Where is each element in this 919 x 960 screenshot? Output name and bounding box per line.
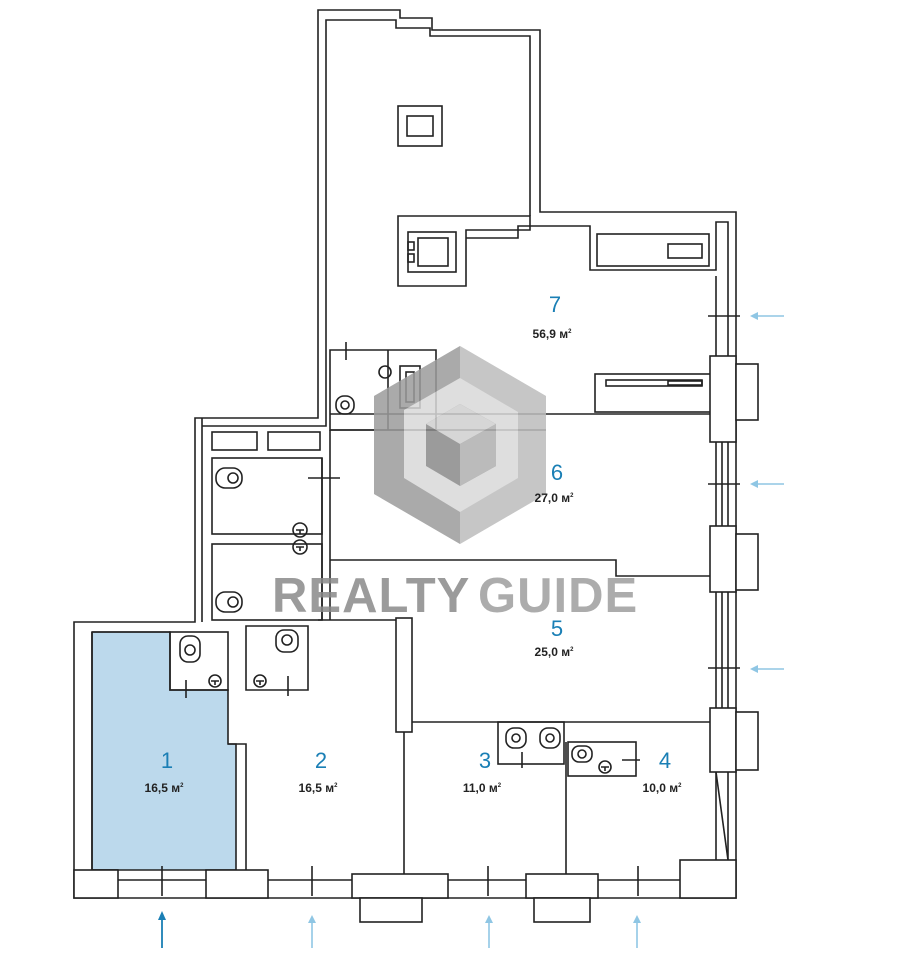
room-area: 16,5 м — [299, 781, 335, 795]
area-unit-sup: 2 — [678, 783, 682, 789]
fireplace-fixture — [397, 105, 443, 147]
room-label-7[interactable]: 7 56,9 м2 — [533, 292, 573, 341]
room-area: 56,9 м — [533, 327, 569, 341]
watermark-part1: REALTY — [272, 569, 470, 623]
toilet-icon — [335, 395, 355, 415]
toilet-icon — [215, 467, 243, 489]
room-label-4[interactable]: 4 10,0 м2 — [643, 748, 683, 795]
room-number: 1 — [161, 748, 173, 773]
svg-text:56,9 м2: 56,9 м2 — [533, 327, 573, 341]
room-label-2[interactable]: 2 16,5 м2 — [299, 748, 339, 795]
room-4-bathroom — [567, 741, 640, 777]
svg-text:11,0 м2: 11,0 м2 — [463, 781, 502, 795]
area-unit-sup: 2 — [180, 783, 184, 789]
room-label-5[interactable]: 5 25,0 м2 — [535, 616, 575, 659]
room-number: 3 — [479, 748, 491, 773]
realtyguide-logo-icon — [374, 346, 546, 544]
arrow-icon — [158, 911, 166, 948]
room-number: 2 — [315, 748, 327, 773]
arrow-icon — [633, 915, 641, 948]
room-number: 5 — [551, 616, 563, 641]
arrow-icon — [750, 480, 784, 488]
toilet-icon — [275, 629, 299, 653]
svg-text:10,0 м2: 10,0 м2 — [643, 781, 683, 795]
area-unit-sup: 2 — [570, 647, 574, 653]
arrow-icon — [308, 915, 316, 948]
interior-walls-lower — [228, 617, 710, 878]
watermark-part2: GUIDE — [478, 569, 638, 623]
room-number: 4 — [659, 748, 671, 773]
watermark-wordmark: REALTY GUIDE — [272, 569, 638, 623]
room-label-3[interactable]: 3 11,0 м2 — [463, 748, 502, 795]
arrow-icon — [750, 665, 784, 673]
room-area: 11,0 м — [463, 781, 498, 795]
area-unit-sup: 2 — [570, 493, 574, 499]
bathroom-block-left — [211, 431, 340, 621]
room-label-1[interactable]: 1 16,5 м2 — [145, 748, 185, 795]
toilet-icon — [179, 635, 201, 663]
facade-bottom — [73, 866, 680, 923]
sink-icon — [208, 674, 222, 688]
room-3-bathroom — [497, 721, 565, 768]
toilet-icon — [539, 727, 561, 749]
room-area: 25,0 м — [535, 645, 571, 659]
toilet-icon — [505, 727, 527, 749]
facade-right — [679, 315, 759, 899]
svg-text:16,5 м2: 16,5 м2 — [299, 781, 339, 795]
room-area: 10,0 м — [643, 781, 679, 795]
kitchen-fixtures — [407, 231, 710, 273]
room-number: 7 — [549, 292, 561, 317]
room-area: 27,0 м — [535, 491, 571, 505]
toilet-icon — [215, 591, 243, 613]
room-2-bathroom — [245, 625, 309, 696]
area-unit-sup: 2 — [498, 783, 502, 789]
toilet-icon — [571, 745, 593, 763]
sink-icon — [253, 674, 267, 688]
area-unit-sup: 2 — [334, 783, 338, 789]
sink-icon — [598, 760, 612, 774]
room-number: 6 — [551, 460, 563, 485]
svg-text:25,0 м2: 25,0 м2 — [535, 645, 575, 659]
sink-icon — [378, 365, 392, 379]
room-area: 16,5 м — [145, 781, 181, 795]
room-1-bathroom — [169, 631, 229, 698]
arrow-icon — [750, 312, 784, 320]
svg-text:27,0 м2: 27,0 м2 — [535, 491, 575, 505]
room-label-6[interactable]: 6 27,0 м2 — [535, 460, 575, 505]
sink-icon — [292, 522, 308, 555]
area-unit-sup: 2 — [568, 329, 572, 335]
svg-text:16,5 м2: 16,5 м2 — [145, 781, 185, 795]
arrow-icon — [485, 915, 493, 948]
